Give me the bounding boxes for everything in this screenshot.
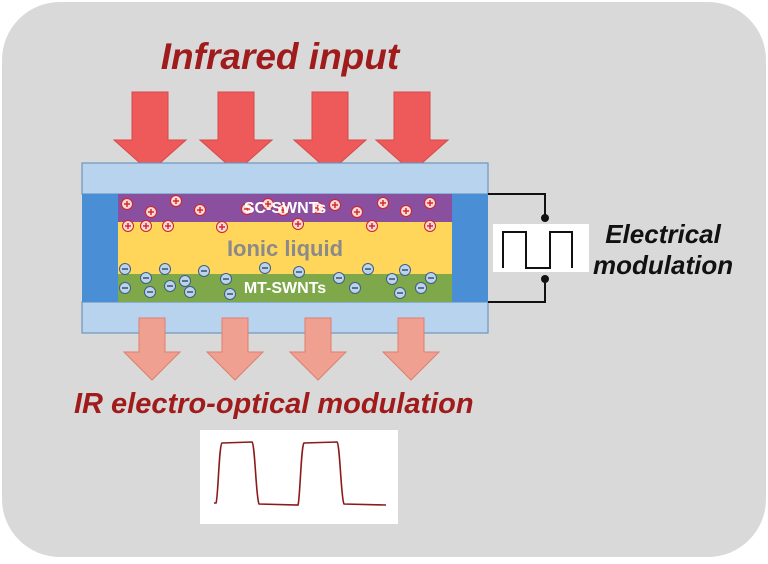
input-arrow-4 xyxy=(374,91,450,173)
output-arrow-3 xyxy=(288,317,348,381)
trace-background xyxy=(200,430,398,524)
positive-charges xyxy=(121,195,436,233)
substrate-top xyxy=(81,162,489,195)
optical-response-plot xyxy=(200,430,398,524)
label-sc-swnts: SC-SWNTs xyxy=(243,200,327,217)
electrode-right xyxy=(452,194,488,302)
circuit-wire-top xyxy=(488,193,546,216)
terminal-dot-top xyxy=(541,214,549,222)
ir-output-arrows xyxy=(122,317,441,381)
electrode-left xyxy=(82,194,118,302)
output-arrow-4 xyxy=(381,317,441,381)
ionic-liquid-layer xyxy=(118,222,452,274)
response-trace xyxy=(214,441,387,506)
output-arrow-2 xyxy=(205,317,265,381)
negative-charges xyxy=(119,262,437,300)
electrical-modulation-line1: Electrical xyxy=(605,219,721,249)
input-arrow-2 xyxy=(198,91,274,173)
label-mt-swnts: MT-SWNTs xyxy=(243,280,327,297)
output-arrow-1 xyxy=(122,317,182,381)
circuit-wire-bottom xyxy=(488,280,546,303)
title-ir-modulation: IR electro-optical modulation xyxy=(74,388,474,420)
input-arrow-1 xyxy=(112,91,188,173)
label-ionic-liquid: Ionic liquid xyxy=(226,236,344,261)
title-infrared-input: Infrared input xyxy=(160,36,400,77)
electrical-modulation-line2: modulation xyxy=(593,250,734,280)
electrical-modulation-label: Electrical modulation xyxy=(593,219,733,281)
terminal-dot-bottom xyxy=(541,275,549,283)
infrared-input-arrows xyxy=(112,91,450,173)
square-wave-signal xyxy=(502,231,573,269)
modulation-circuit xyxy=(488,193,589,303)
input-arrow-3 xyxy=(292,91,368,173)
